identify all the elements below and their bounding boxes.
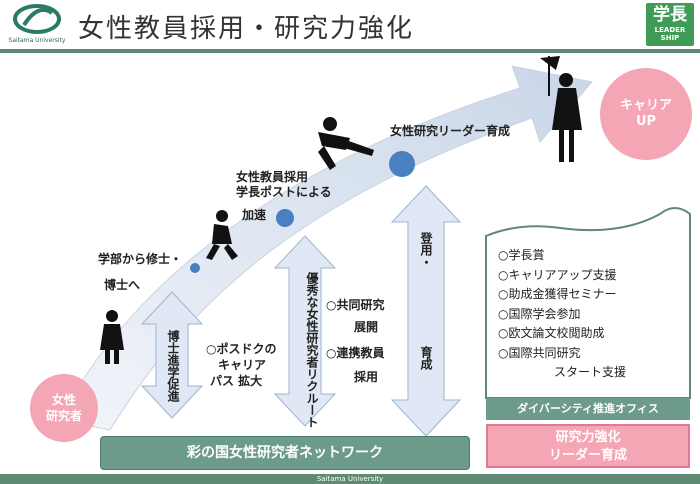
program-item: ○国際学会参加 (498, 306, 581, 321)
step-dot-3 (389, 151, 415, 177)
renkei-label-a: ○連携教員 (326, 346, 385, 360)
posdoc-label-c: パス 拡大 (210, 374, 263, 388)
university-logo (13, 4, 61, 34)
step3-label: 女性研究リーダー育成 (390, 124, 511, 138)
kyodo-label-b: 展開 (354, 320, 379, 334)
program-item: ○国際共同研究 (498, 345, 581, 360)
renkei-label-b: 採用 (354, 370, 379, 384)
posdoc-label-b: キャリア (218, 358, 267, 372)
figure-runner (206, 210, 238, 260)
double-arrow-hakushi (140, 291, 204, 419)
leader-line1: 研究力強化 (555, 430, 621, 445)
start-line2: 研究者 (45, 409, 82, 423)
goal-circle-label: キャリア UP (606, 98, 686, 130)
program-item: ○キャリアアップ支援 (498, 267, 617, 282)
step1-label-b: 博士へ (104, 278, 141, 292)
start-circle-label: 女性 研究者 (34, 392, 94, 424)
double-arrow-toyo (390, 185, 462, 437)
figure-student (100, 310, 124, 364)
vlabel-hakushi: 博士進学促進 (166, 330, 180, 402)
goal-line1: キャリア (619, 98, 672, 113)
step-dot-1 (190, 263, 200, 273)
vlabel-toyo-a: 登用・ (419, 232, 433, 268)
career-path-arrow (59, 65, 593, 431)
double-arrow-yushu (273, 235, 337, 427)
figure-flag (540, 56, 582, 162)
step2-label-b: 学長ポストによる (236, 185, 332, 199)
figure-jumper (318, 117, 374, 170)
program-list: ○学長賞 ○キャリアアップ支援 ○助成金獲得セミナー ○国際学会参加 ○欧文論文… (498, 246, 688, 383)
footer: Saitama University (0, 474, 700, 484)
program-box (485, 207, 691, 399)
goal-circle (600, 68, 692, 160)
posdoc-label-a: ○ポスドクの (206, 342, 277, 356)
step1-label-a: 学部から修士・ (98, 252, 183, 266)
network-bar: 彩の国女性研究者ネットワーク (100, 436, 470, 470)
step-dot-2 (276, 209, 294, 227)
program-item: ○助成金獲得セミナー (498, 287, 617, 301)
badge-main: 学長 (653, 5, 687, 25)
program-item: ○欧文論文校閲助成 (498, 326, 605, 340)
start-circle (30, 374, 98, 442)
badge-sub2: SHIP (660, 34, 680, 42)
logo-caption: Saitama University (8, 37, 66, 44)
leader-line2: リーダー育成 (548, 448, 627, 463)
goal-line2: UP (635, 114, 657, 129)
vlabel-toyo-b: 育成 (419, 346, 433, 370)
start-line1: 女性 (51, 393, 76, 407)
leadership-badge: 学長 LEADER SHIP (646, 3, 694, 46)
header (0, 0, 700, 52)
research-leader-box: 研究力強化 リーダー育成 (486, 424, 690, 468)
step2-label-c: 加速 (242, 208, 267, 222)
program-item: ○学長賞 (498, 248, 545, 262)
page-title: 女性教員採用・研究力強化 (78, 14, 415, 44)
header-divider (0, 49, 700, 53)
program-item: スタート支援 (554, 365, 627, 379)
diversity-office-label: ダイバーシティ推進オフィス (486, 398, 690, 420)
badge-sub1: LEADER (654, 26, 686, 34)
kyodo-label-a: ○共同研究 (326, 298, 385, 312)
step2-label-a: 女性教員採用 (236, 170, 309, 184)
vlabel-yushu: 優秀な女性研究者リクルート (305, 272, 319, 428)
